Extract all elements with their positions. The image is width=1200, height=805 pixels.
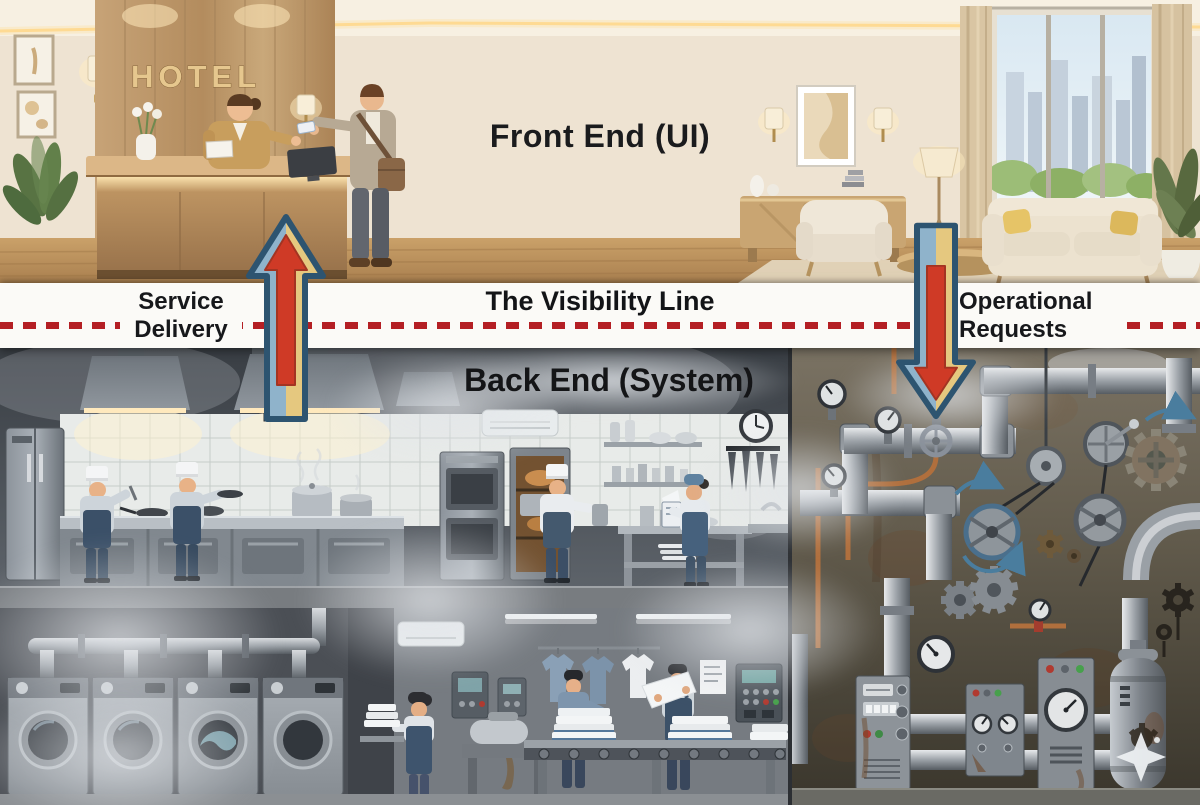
wall-clock — [739, 409, 773, 443]
control-cabinet-mid — [965, 683, 1025, 777]
belt-lines — [999, 464, 1108, 587]
desk-monitor — [287, 146, 337, 182]
operational-requests-arrow — [896, 222, 976, 420]
label-service-delivery: Service Delivery — [120, 286, 242, 345]
wall-shelves — [604, 420, 702, 487]
steam — [296, 448, 360, 491]
sofa — [982, 198, 1162, 285]
machinery-floor — [788, 788, 1200, 805]
sofa-pillow-left — [1002, 209, 1032, 234]
back-end-title: Back End (System) — [464, 362, 754, 398]
boiler-tank — [1110, 640, 1166, 790]
gear-large — [1124, 429, 1188, 491]
hotel-sign: HOTEL — [131, 59, 261, 94]
machinery-scene — [788, 348, 1200, 805]
sofa-pillow-right — [1109, 210, 1139, 236]
back-end-scene — [0, 348, 1200, 805]
pressure-gauge — [1028, 598, 1052, 622]
folding-conveyor — [524, 740, 786, 798]
control-cabinet-left — [853, 675, 913, 796]
front-end-scene: HOTEL — [0, 0, 1200, 285]
wall-art-left — [13, 34, 57, 139]
desk-card-stand — [205, 140, 234, 159]
laundry-floor — [0, 794, 788, 805]
service-delivery-arrow — [246, 214, 326, 422]
wall-sconce-mid-1 — [758, 107, 790, 142]
flower-vase — [132, 102, 162, 160]
notice-paper — [700, 660, 726, 694]
visibility-dashed-line — [0, 322, 1200, 329]
ac-unit-laundry — [397, 621, 465, 647]
sparkle-watermark — [1116, 732, 1166, 782]
laundry-scene — [0, 608, 788, 805]
wall-sconce-mid-2 — [867, 107, 899, 142]
visibility-line-title: The Visibility Line — [485, 286, 715, 316]
label-operational-requests: Operational Requests — [953, 286, 1125, 345]
wall-sconce-right-of-sign — [290, 94, 322, 126]
wall-control-panel-2 — [497, 677, 527, 717]
washing-machine-1 — [7, 677, 89, 797]
range-hood-1 — [80, 348, 190, 413]
stencil-gears — [1156, 583, 1195, 657]
towel-stack-3 — [750, 724, 788, 740]
double-oven — [439, 451, 505, 581]
wall-control-panel-main — [735, 663, 783, 723]
scene-divider — [788, 348, 792, 805]
front-end-title: Front End (UI) — [489, 118, 711, 154]
towel-stack-1 — [552, 708, 616, 740]
visibility-band: Service Delivery Operational Requests Th… — [0, 283, 1200, 348]
flow-arrows — [954, 390, 1197, 577]
folded-towels-side — [360, 704, 404, 742]
kitchen-floor-ledge — [0, 586, 788, 608]
wall-control-panel-1 — [451, 671, 489, 719]
armchair — [796, 200, 892, 277]
washing-machine-2 — [92, 677, 174, 797]
window — [986, 6, 1166, 208]
wall-art-mid — [796, 85, 856, 167]
floor-lamp — [913, 146, 965, 263]
towel-stack-2 — [668, 716, 732, 740]
washing-machine-3 — [177, 677, 259, 797]
control-cabinet-right — [1034, 657, 1098, 798]
potted-plant-right — [1153, 148, 1200, 278]
rusty-small-gears — [1036, 530, 1081, 563]
pressure-gauge — [817, 379, 847, 420]
key-card — [296, 120, 316, 135]
washing-machine-4 — [262, 677, 344, 797]
refrigerator — [5, 427, 65, 581]
hotel-guest-figure — [296, 84, 405, 267]
copper-valve-handle — [1034, 618, 1043, 632]
pressure-gauge-large — [917, 635, 955, 673]
